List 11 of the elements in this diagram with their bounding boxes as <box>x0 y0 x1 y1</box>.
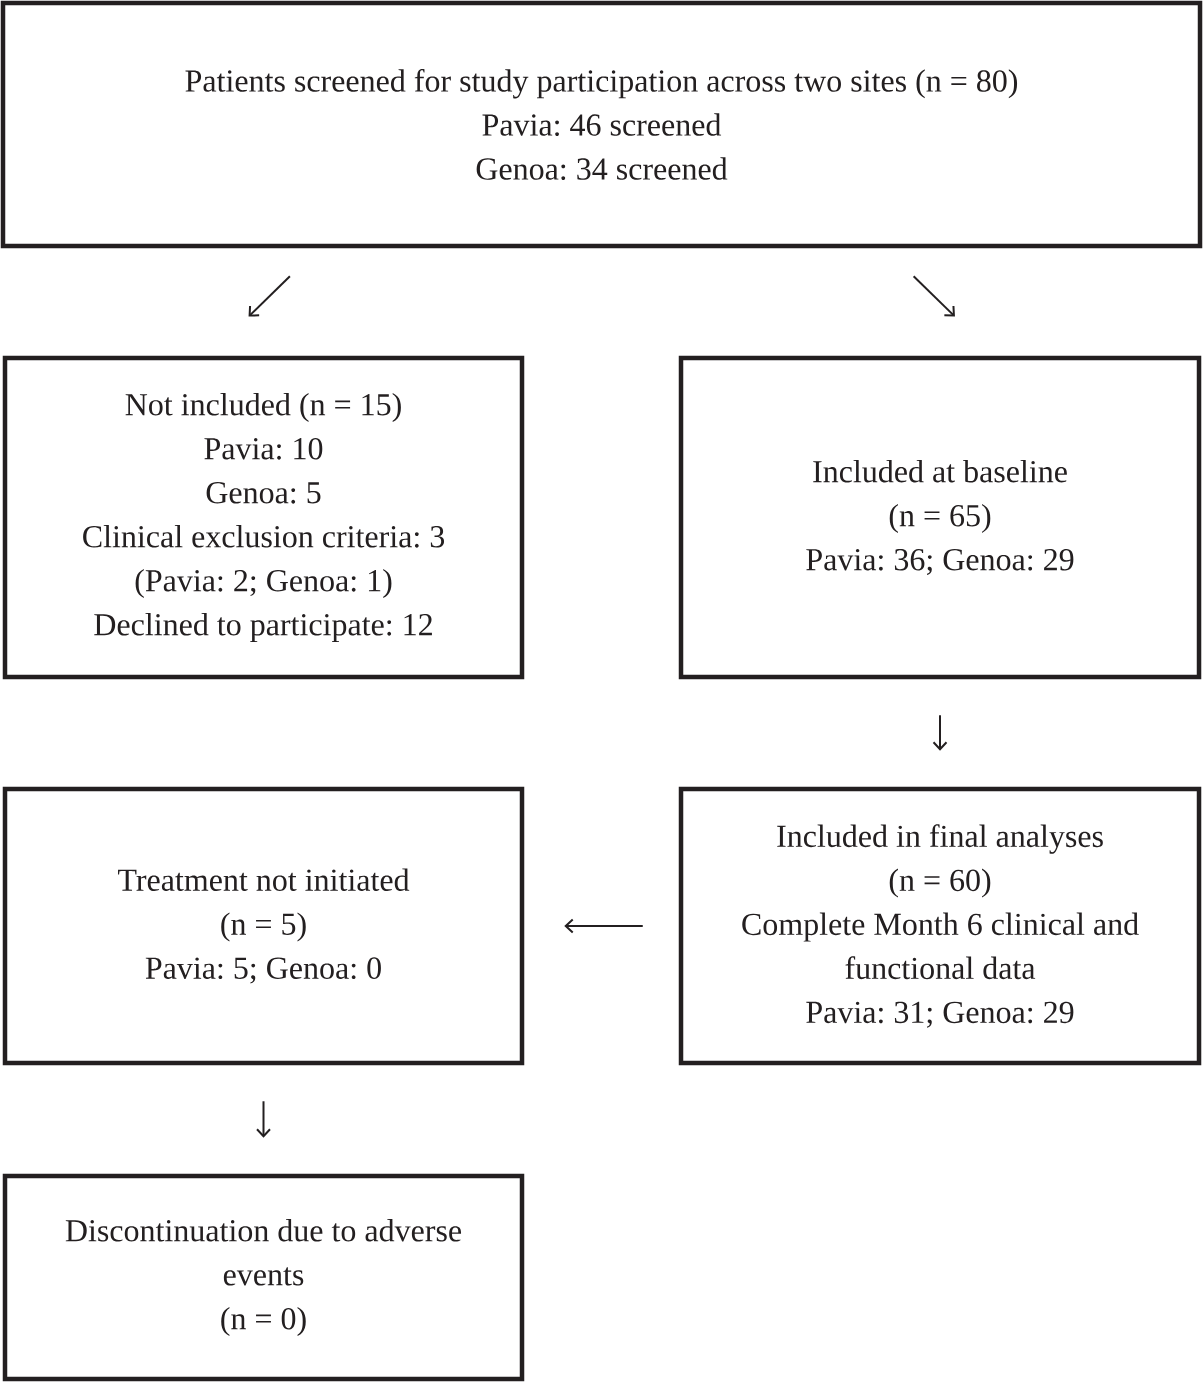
arrow <box>932 714 948 751</box>
arrow <box>564 918 644 934</box>
process-box: Not included (n = 15) Pavia: 10 Genoa: 5 Clinical exclusion criteria: 3 (Pavia: 2; Genoa: 1) Declined to participate: 12 <box>2 355 525 680</box>
process-box: Included in final analyses (n = 60) Complete Month 6 clinical and functional data Pavia: 31; Genoa: 29 <box>678 786 1202 1066</box>
process-box: Treatment not initiated (n = 5) Pavia: 5; Genoa: 0 <box>2 786 525 1066</box>
arrow <box>912 275 955 317</box>
arrow <box>248 275 291 317</box>
process-box: Patients screened for study participation across two sites (n = 80) Pavia: 46 screened Genoa: 34 screened <box>0 0 1203 249</box>
process-box: Discontinuation due to adverse events (n = 0) <box>2 1173 525 1382</box>
arrow <box>256 1100 271 1138</box>
process-box: Included at baseline (n = 65) Pavia: 36; Genoa: 29 <box>678 355 1202 680</box>
